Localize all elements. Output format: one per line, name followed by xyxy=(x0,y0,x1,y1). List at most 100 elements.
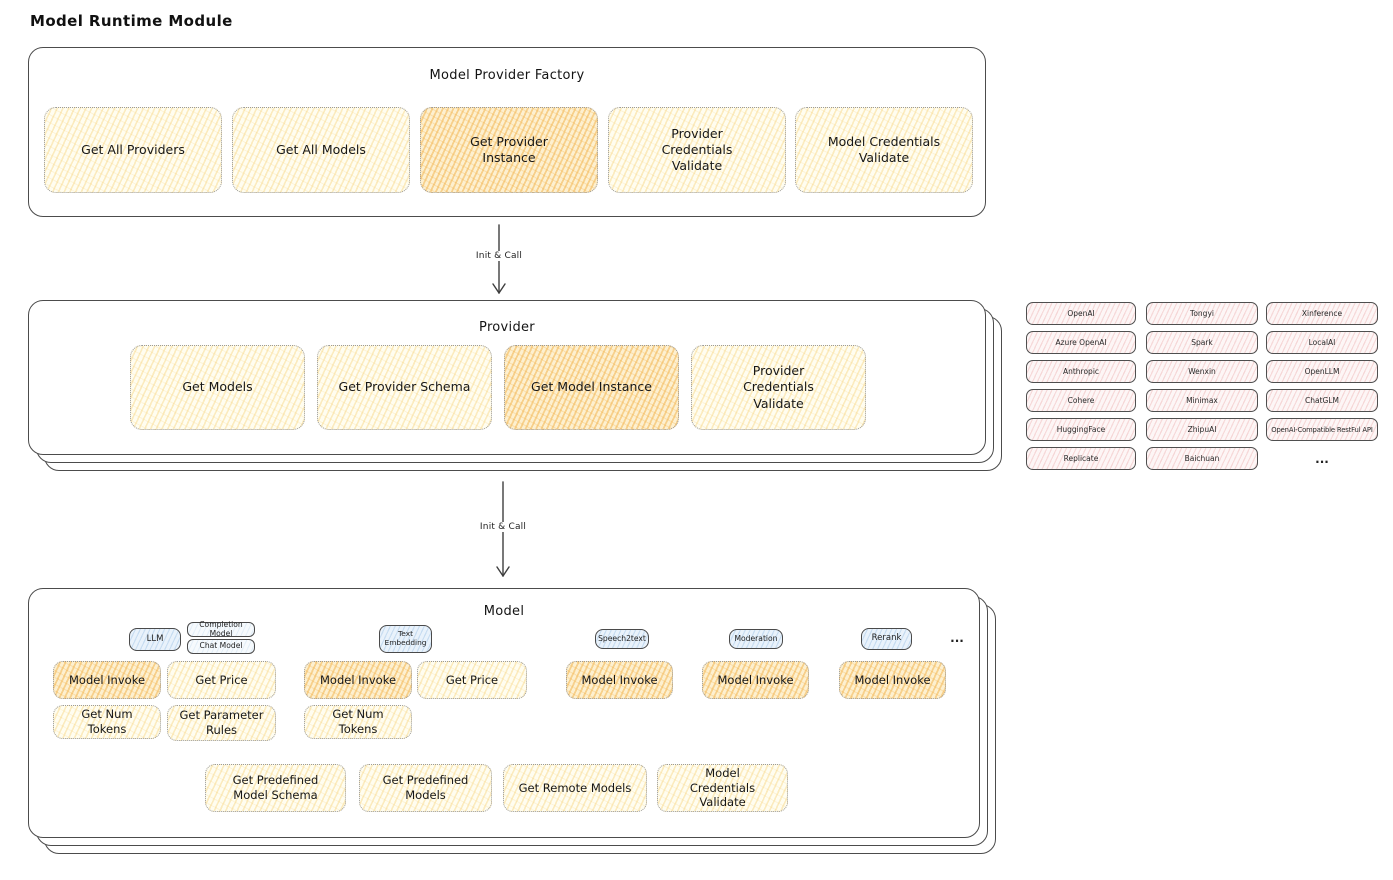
providers-more-ellipsis: ... xyxy=(1315,452,1329,466)
node-label: Model Invoke xyxy=(319,672,397,687)
model-box-get-num-tokens-2: Get Num Tokens xyxy=(304,705,412,739)
provider-box-get-model-instance: Get Model Instance xyxy=(504,345,679,430)
node-label: Get Models xyxy=(182,379,253,395)
provider-cell-label: Xinference xyxy=(1301,309,1343,318)
node-label: Model Invoke xyxy=(854,672,931,687)
provider-cell-label: ZhipuAI xyxy=(1187,425,1217,434)
provider-cell-anthropic: Anthropic xyxy=(1026,360,1136,383)
provider-cell-label: OpenAI-Compatible RestFul API xyxy=(1271,425,1373,434)
provider-box-get-models: Get Models xyxy=(130,345,305,430)
tab-label: Text Embedding xyxy=(384,629,427,647)
tab-label: LLM xyxy=(146,633,164,644)
tab-label: Speech2text xyxy=(598,633,646,643)
node-label: Provider Credentials Validate xyxy=(743,363,814,411)
tab-label: Chat Model xyxy=(199,641,243,651)
node-label: Get Num Tokens xyxy=(332,707,384,736)
model-box-model-credentials-validate: Model Credentials Validate xyxy=(657,764,788,812)
model-box-moderation-model-invoke: Model Invoke xyxy=(702,661,809,699)
provider-cell-label: OpenAI xyxy=(1067,309,1095,318)
provider-cell-label: Azure OpenAI xyxy=(1055,338,1107,347)
node-label: Get Price xyxy=(445,672,499,687)
node-label: Get Model Instance xyxy=(531,379,652,395)
provider-cell-cohere: Cohere xyxy=(1026,389,1136,412)
provider-cell-minimax: Minimax xyxy=(1146,389,1258,412)
node-label: Get Price xyxy=(195,672,248,687)
model-box-llm-model-invoke: Model Invoke xyxy=(53,661,161,699)
model-box-get-num-tokens-1: Get Num Tokens xyxy=(53,705,161,739)
factory-box-get-all-providers: Get All Providers xyxy=(44,107,222,193)
provider-cell-label: Spark xyxy=(1191,338,1213,347)
provider-cell-wenxin: Wenxin xyxy=(1146,360,1258,383)
factory-box-get-all-models: Get All Models xyxy=(232,107,410,193)
provider-cell-label: Wenxin xyxy=(1188,367,1216,376)
model-box-rerank-model-invoke: Model Invoke xyxy=(839,661,946,699)
node-label: Get Remote Models xyxy=(518,780,632,795)
model-tab-moderation: Moderation xyxy=(729,629,783,649)
model-tab-rerank: Rerank xyxy=(861,628,912,650)
provider-cell-label: Replicate xyxy=(1063,454,1099,463)
factory-box-provider-credentials-validate: Provider Credentials Validate xyxy=(608,107,786,193)
model-tab-speech2text: Speech2text xyxy=(595,629,649,649)
provider-cell-zhipuai: ZhipuAI xyxy=(1146,418,1258,441)
provider-box-provider-credentials-validate: Provider Credentials Validate xyxy=(691,345,866,430)
node-label: Model Invoke xyxy=(717,672,794,687)
arrow-factory-to-provider xyxy=(492,224,506,294)
provider-cell-baichuan: Baichuan xyxy=(1146,447,1258,470)
model-tabs-more-ellipsis: ... xyxy=(950,631,964,645)
tab-label: Rerank xyxy=(871,633,902,644)
provider-cell-azure-openai: Azure OpenAI xyxy=(1026,331,1136,354)
provider-cell-huggingface: HuggingFace xyxy=(1026,418,1136,441)
provider-cell-label: Anthropic xyxy=(1062,367,1100,376)
model-box-speech2text-model-invoke: Model Invoke xyxy=(566,661,673,699)
provider-cell-openai-compatible: OpenAI-Compatible RestFul API xyxy=(1266,418,1378,441)
provider-cell-label: ChatGLM xyxy=(1305,396,1339,405)
node-label: Get All Providers xyxy=(81,141,185,157)
model-tab-text-embedding: Text Embedding xyxy=(379,625,432,653)
provider-cell-label: Baichuan xyxy=(1184,454,1220,463)
node-label: Model Credentials Validate xyxy=(827,133,941,165)
arrow-label-init-call-1: Init & Call xyxy=(470,251,528,261)
provider-cell-label: Cohere xyxy=(1067,396,1095,405)
provider-cell-tongyi: Tongyi xyxy=(1146,302,1258,325)
provider-cell-label: LocalAI xyxy=(1308,338,1336,347)
arrow-label-init-call-2: Init & Call xyxy=(474,522,532,532)
provider-cell-openai: OpenAI xyxy=(1026,302,1136,325)
model-tab-completion-model: Completion Model xyxy=(187,619,255,638)
provider-cell-spark: Spark xyxy=(1146,331,1258,354)
model-box-embedding-get-price: Get Price xyxy=(417,661,527,699)
provider-cell-label: Minimax xyxy=(1186,396,1218,405)
provider-cell-label: OpenLLM xyxy=(1304,367,1340,376)
provider-cell-localai: LocalAI xyxy=(1266,331,1378,354)
node-label: Get Provider Schema xyxy=(338,379,471,395)
tab-label: Completion Model xyxy=(199,619,243,638)
node-label: Model Credentials Validate xyxy=(689,765,756,810)
provider-title: Provider xyxy=(479,320,535,335)
node-label: Get Provider Instance xyxy=(470,133,548,165)
tab-label: Moderation xyxy=(734,633,778,643)
model-box-embedding-model-invoke: Model Invoke xyxy=(304,661,412,699)
node-label: Model Invoke xyxy=(68,672,146,687)
provider-cell-label: HuggingFace xyxy=(1056,425,1106,434)
model-box-get-predefined-models: Get Predefined Models xyxy=(359,764,492,812)
node-label: Get Predefined Model Schema xyxy=(232,773,319,802)
node-label: Get All Models xyxy=(276,141,366,157)
factory-box-model-credentials-validate: Model Credentials Validate xyxy=(795,107,973,193)
node-label: Get Parameter Rules xyxy=(179,708,264,737)
node-label: Get Num Tokens xyxy=(81,707,133,736)
provider-cell-label: Tongyi xyxy=(1190,309,1214,318)
page-title: Model Runtime Module xyxy=(30,12,233,30)
model-box-get-parameter-rules: Get Parameter Rules xyxy=(167,705,276,741)
provider-box-get-provider-schema: Get Provider Schema xyxy=(317,345,492,430)
model-box-get-predefined-model-schema: Get Predefined Model Schema xyxy=(205,764,346,812)
node-label: Model Invoke xyxy=(581,672,658,687)
provider-cell-replicate: Replicate xyxy=(1026,447,1136,470)
provider-cell-openllm: OpenLLM xyxy=(1266,360,1378,383)
node-label: Get Predefined Models xyxy=(382,773,469,802)
factory-box-get-provider-instance: Get Provider Instance xyxy=(420,107,598,193)
model-tab-llm: LLM xyxy=(129,628,181,651)
model-box-get-remote-models: Get Remote Models xyxy=(503,764,647,812)
model-box-llm-get-price: Get Price xyxy=(167,661,276,699)
model-tab-chat-model: Chat Model xyxy=(187,639,255,654)
factory-title: Model Provider Factory xyxy=(429,68,585,83)
